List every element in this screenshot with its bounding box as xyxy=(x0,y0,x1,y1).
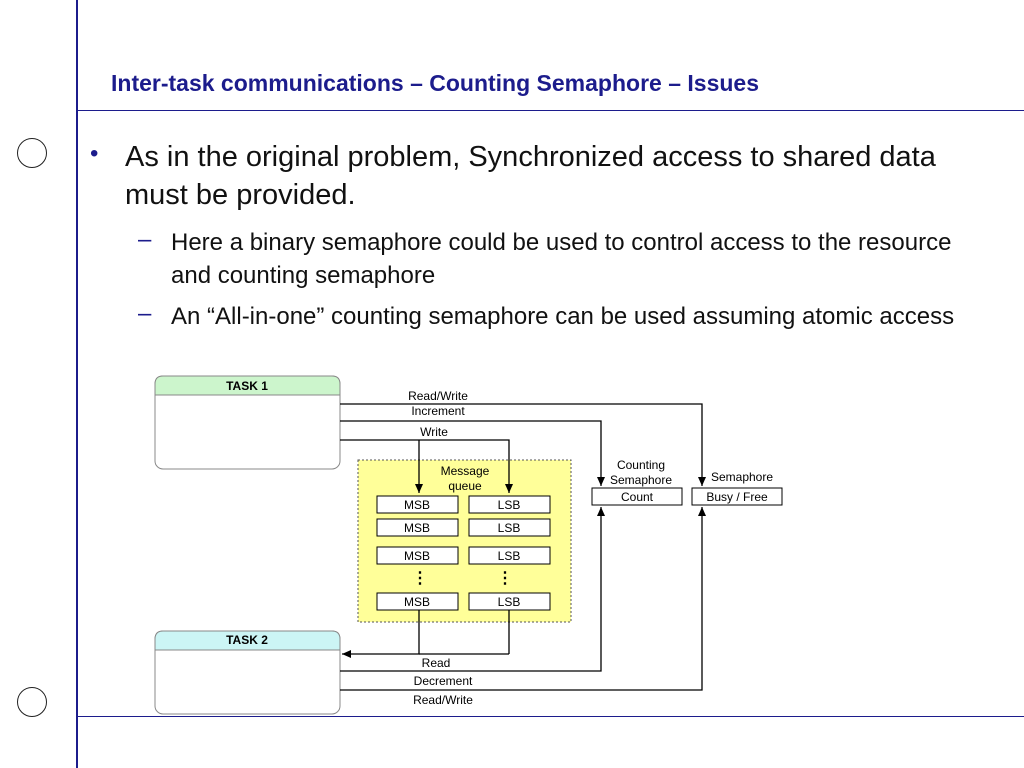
read-write-bottom-label: Read/Write xyxy=(413,693,473,707)
read-write-top-label: Read/Write xyxy=(408,389,468,403)
title-divider-line xyxy=(76,110,1024,111)
msb-ellipsis: ⋮ xyxy=(412,570,428,587)
lsb-cell-1: LSB xyxy=(498,498,521,512)
sub-bullet-text-2: An “All-in-one” counting semaphore can b… xyxy=(171,303,955,330)
task1-label: TASK 1 xyxy=(226,379,268,393)
bullet-marker: • xyxy=(90,140,99,167)
decrement-arrow xyxy=(340,507,605,672)
main-bullet-text: As in the original problem, Synchronized… xyxy=(125,141,936,211)
lsb-ellipsis: ⋮ xyxy=(497,570,513,587)
queue-row-4: MSB LSB xyxy=(376,592,551,611)
read-label: Read xyxy=(422,656,451,670)
sub-bullet-marker-1: – xyxy=(138,226,152,253)
task2-label: TASK 2 xyxy=(226,633,268,647)
msb-cell-2: MSB xyxy=(404,521,430,535)
task1-header xyxy=(154,375,341,396)
queue-row-1: MSB LSB xyxy=(376,495,551,514)
lsb-cell-2: LSB xyxy=(498,521,521,535)
queue-row-2: MSB LSB xyxy=(376,518,551,537)
bottom-circle-decoration xyxy=(17,687,47,717)
task2-box: TASK 2 xyxy=(154,630,341,715)
left-border-line xyxy=(76,0,78,768)
busy-free-label: Busy / Free xyxy=(706,490,768,504)
read-write-bottom-arrow xyxy=(340,507,706,691)
counting-label-line1: Counting xyxy=(617,458,665,472)
semaphore-label: Semaphore xyxy=(711,470,773,484)
top-circle-decoration xyxy=(17,138,47,168)
write-lsb-arrow xyxy=(340,439,513,493)
slide-title: Inter-task communications – Counting Sem… xyxy=(111,70,759,96)
write-label: Write xyxy=(420,425,448,439)
count-label: Count xyxy=(621,490,654,504)
count-box xyxy=(591,487,683,506)
msb-cell-4: MSB xyxy=(404,595,430,609)
sub-bullet-marker-2: – xyxy=(138,300,152,327)
read-write-top-arrow xyxy=(340,403,706,486)
lsb-cell-4: LSB xyxy=(498,595,521,609)
task2-header xyxy=(154,630,341,651)
queue-row-3: MSB LSB xyxy=(376,546,551,565)
queue-label-line1: Message xyxy=(441,464,490,478)
increment-label: Increment xyxy=(411,404,465,418)
busy-free-box xyxy=(691,487,783,506)
sub-bullet-text-1: Here a binary semaphore could be used to… xyxy=(171,229,952,289)
lsb-cell-3: LSB xyxy=(498,549,521,563)
queue-label-line2: queue xyxy=(448,479,482,493)
footer-divider-line xyxy=(76,716,1024,717)
msb-cell-3: MSB xyxy=(404,549,430,563)
decrement-label: Decrement xyxy=(414,674,473,688)
task1-box: TASK 1 xyxy=(154,375,341,470)
increment-arrow xyxy=(340,420,605,486)
msb-cell-1: MSB xyxy=(404,498,430,512)
counting-label-line2: Semaphore xyxy=(610,473,672,487)
